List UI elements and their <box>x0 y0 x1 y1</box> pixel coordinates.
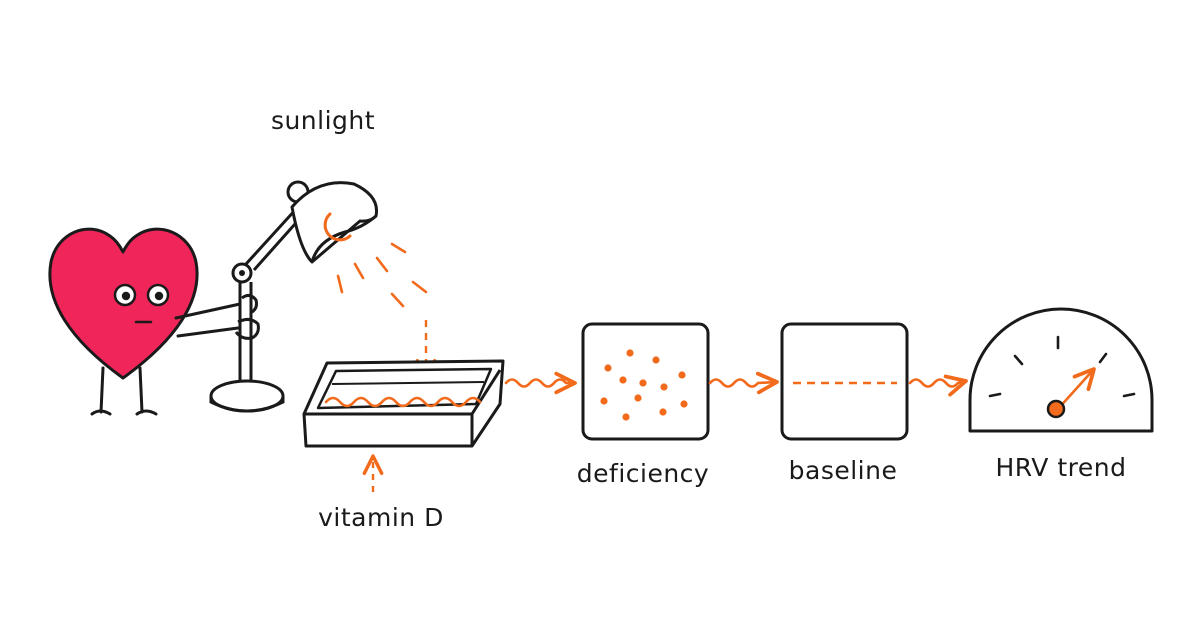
heart-character-icon <box>48 227 242 416</box>
baseline-box <box>780 322 909 441</box>
gauge-icon <box>968 307 1154 433</box>
sunlight-label: sunlight <box>270 106 376 135</box>
tray-icon <box>302 359 505 448</box>
gauge-needle <box>1056 367 1096 411</box>
vitamin-d-label: vitamin D <box>318 503 444 532</box>
light-rays <box>336 242 428 308</box>
deficiency-to-baseline-arrow <box>708 371 779 395</box>
baseline-label: baseline <box>788 456 898 485</box>
tray-to-deficiency-arrow <box>504 371 577 395</box>
desk-lamp-icon <box>209 180 379 413</box>
baseline-to-gauge-arrow <box>908 374 968 397</box>
hrv-trend-label: HRV trend <box>995 453 1127 482</box>
deficiency-label: deficiency <box>576 459 710 488</box>
deficiency-box <box>581 322 710 441</box>
